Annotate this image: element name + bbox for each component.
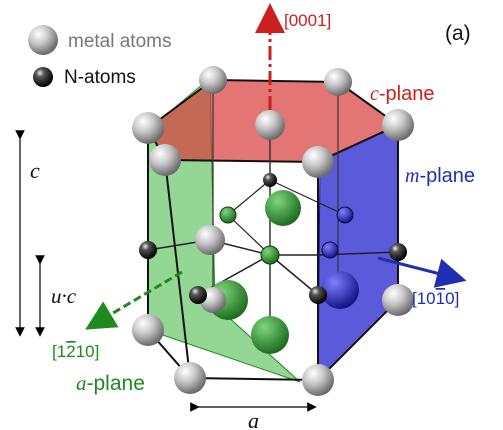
a-direction-label-bar: 2 xyxy=(66,342,75,361)
c-axis-label: [0001] xyxy=(284,11,331,30)
c-dimension-label: c xyxy=(30,158,40,183)
interior-atom-blue xyxy=(321,271,359,309)
c-plane-label: c-plane xyxy=(370,83,435,105)
uc-dimension-label: u·c xyxy=(51,284,77,308)
metal-atom xyxy=(132,314,164,346)
metal-atom xyxy=(255,110,285,140)
a-plane-label-rest: -plane xyxy=(87,372,145,395)
legend-metal-atom-icon xyxy=(28,25,58,55)
legend-n-label: N-atoms xyxy=(64,67,136,88)
n-atom xyxy=(309,286,327,304)
metal-atom xyxy=(195,225,225,255)
a-direction-label: [1210] xyxy=(52,342,99,361)
n-atom xyxy=(389,243,407,261)
n-atoms xyxy=(139,173,407,304)
metal-atoms xyxy=(132,66,414,396)
interior-atom-green xyxy=(265,190,301,226)
n-atom xyxy=(189,286,207,304)
c-plane-label-italic: c xyxy=(370,83,379,105)
m-direction-label-bar: 1 xyxy=(436,289,445,308)
metal-atom xyxy=(132,112,164,144)
a-direction-label-a: [1 xyxy=(52,342,66,361)
metal-atom xyxy=(302,146,334,178)
a-plane-label-italic: a xyxy=(76,371,87,395)
interior-atom-green xyxy=(251,316,289,354)
m-direction-label-a: [10 xyxy=(412,289,436,308)
a-direction-label-b: 10] xyxy=(76,342,100,361)
panel-label: (a) xyxy=(445,22,471,45)
interior-n-blue xyxy=(321,241,339,259)
a-direction-arrow xyxy=(85,270,183,330)
interior-n-green xyxy=(260,245,280,265)
interior-n-green xyxy=(219,206,237,224)
m-direction-arrow xyxy=(377,256,467,288)
n-atom xyxy=(263,173,277,187)
m-plane-label: m-plane xyxy=(405,165,475,187)
legend-n-atom-icon xyxy=(33,67,53,87)
metal-atom xyxy=(149,144,181,176)
metal-atom xyxy=(382,109,414,141)
metal-atom xyxy=(302,364,334,396)
a-dimension-label: a xyxy=(248,408,259,430)
interior-n-blue xyxy=(336,206,354,224)
n-atom xyxy=(139,241,157,259)
c-plane-label-rest: -plane xyxy=(379,83,435,105)
metal-atom xyxy=(324,68,352,96)
metal-atom xyxy=(174,362,206,394)
a-plane-label: a-plane xyxy=(76,371,145,395)
metal-atom xyxy=(199,66,227,94)
m-plane-label-italic: m xyxy=(405,165,419,187)
metal-atom xyxy=(382,284,414,316)
m-direction-label-b: 0] xyxy=(445,289,459,308)
m-plane-label-rest: -plane xyxy=(419,165,475,187)
legend-metal-label: metal atoms xyxy=(68,31,171,52)
m-direction-label: [1010] xyxy=(412,289,459,308)
